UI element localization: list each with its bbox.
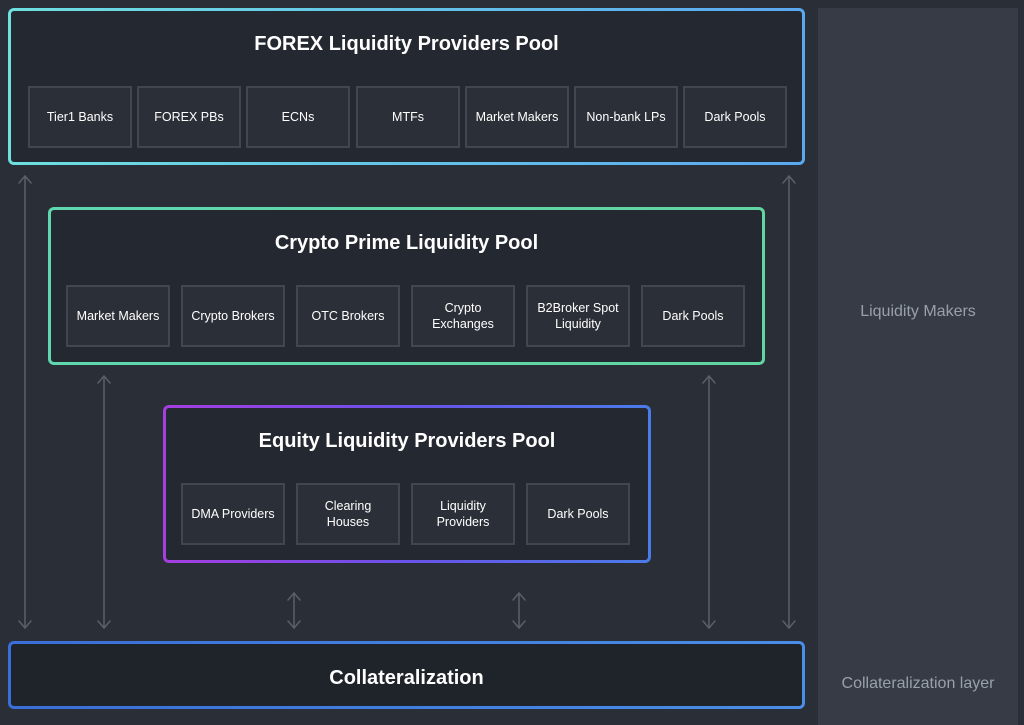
arrow-center-left <box>287 592 301 629</box>
equity-pool-title: Equity Liquidity Providers Pool <box>258 430 556 452</box>
forex-pool-title: FOREX Liquidity Providers Pool <box>254 33 559 55</box>
forex-item-tier1-banks: Tier1 Banks <box>28 86 132 148</box>
equity-item-dma-providers: DMA Providers <box>181 483 285 545</box>
crypto-item-b2broker-spot-liquidity: B2Broker Spot Liquidity <box>526 285 630 347</box>
collateralization-title: Collateralization <box>329 667 484 689</box>
arrow-right-outer <box>782 175 796 629</box>
forex-pool: FOREX Liquidity Providers Pool Tier1 Ban… <box>8 8 805 165</box>
forex-item-market-makers: Market Makers <box>465 86 569 148</box>
crypto-item-dark-pools: Dark Pools <box>641 285 745 347</box>
arrow-center-right <box>512 592 526 629</box>
crypto-item-otc-brokers: OTC Brokers <box>296 285 400 347</box>
crypto-pool: Crypto Prime Liquidity Pool Market Maker… <box>48 207 765 365</box>
diagram-area: FOREX Liquidity Providers Pool Tier1 Ban… <box>8 8 805 709</box>
connector-arrows <box>18 175 796 629</box>
forex-item-dark-pools: Dark Pools <box>683 86 787 148</box>
crypto-item-crypto-brokers: Crypto Brokers <box>181 285 285 347</box>
forex-item-non-bank-lps: Non-bank LPs <box>574 86 678 148</box>
collateralization-layer-label: Collateralization layer <box>841 675 995 692</box>
crypto-pool-title: Crypto Prime Liquidity Pool <box>274 232 539 254</box>
side-panel: Liquidity Makers Collateralization layer <box>818 8 1018 725</box>
liquidity-makers-label: Liquidity Makers <box>860 303 976 320</box>
crypto-item-market-makers: Market Makers <box>66 285 170 347</box>
equity-item-clearing-houses: Clearing Houses <box>296 483 400 545</box>
forex-item-forex-pbs: FOREX PBs <box>137 86 241 148</box>
collateralization-bar: Collateralization <box>8 641 805 709</box>
arrow-right-inner <box>702 375 716 629</box>
forex-item-mtfs: MTFs <box>356 86 460 148</box>
arrow-left-outer <box>18 175 32 629</box>
equity-item-liquidity-providers: Liquidity Providers <box>411 483 515 545</box>
equity-pool: Equity Liquidity Providers Pool DMA Prov… <box>163 405 651 563</box>
arrow-left-inner <box>97 375 111 629</box>
equity-item-dark-pools: Dark Pools <box>526 483 630 545</box>
crypto-item-crypto-exchanges: Crypto Exchanges <box>411 285 515 347</box>
forex-item-ecns: ECNs <box>246 86 350 148</box>
